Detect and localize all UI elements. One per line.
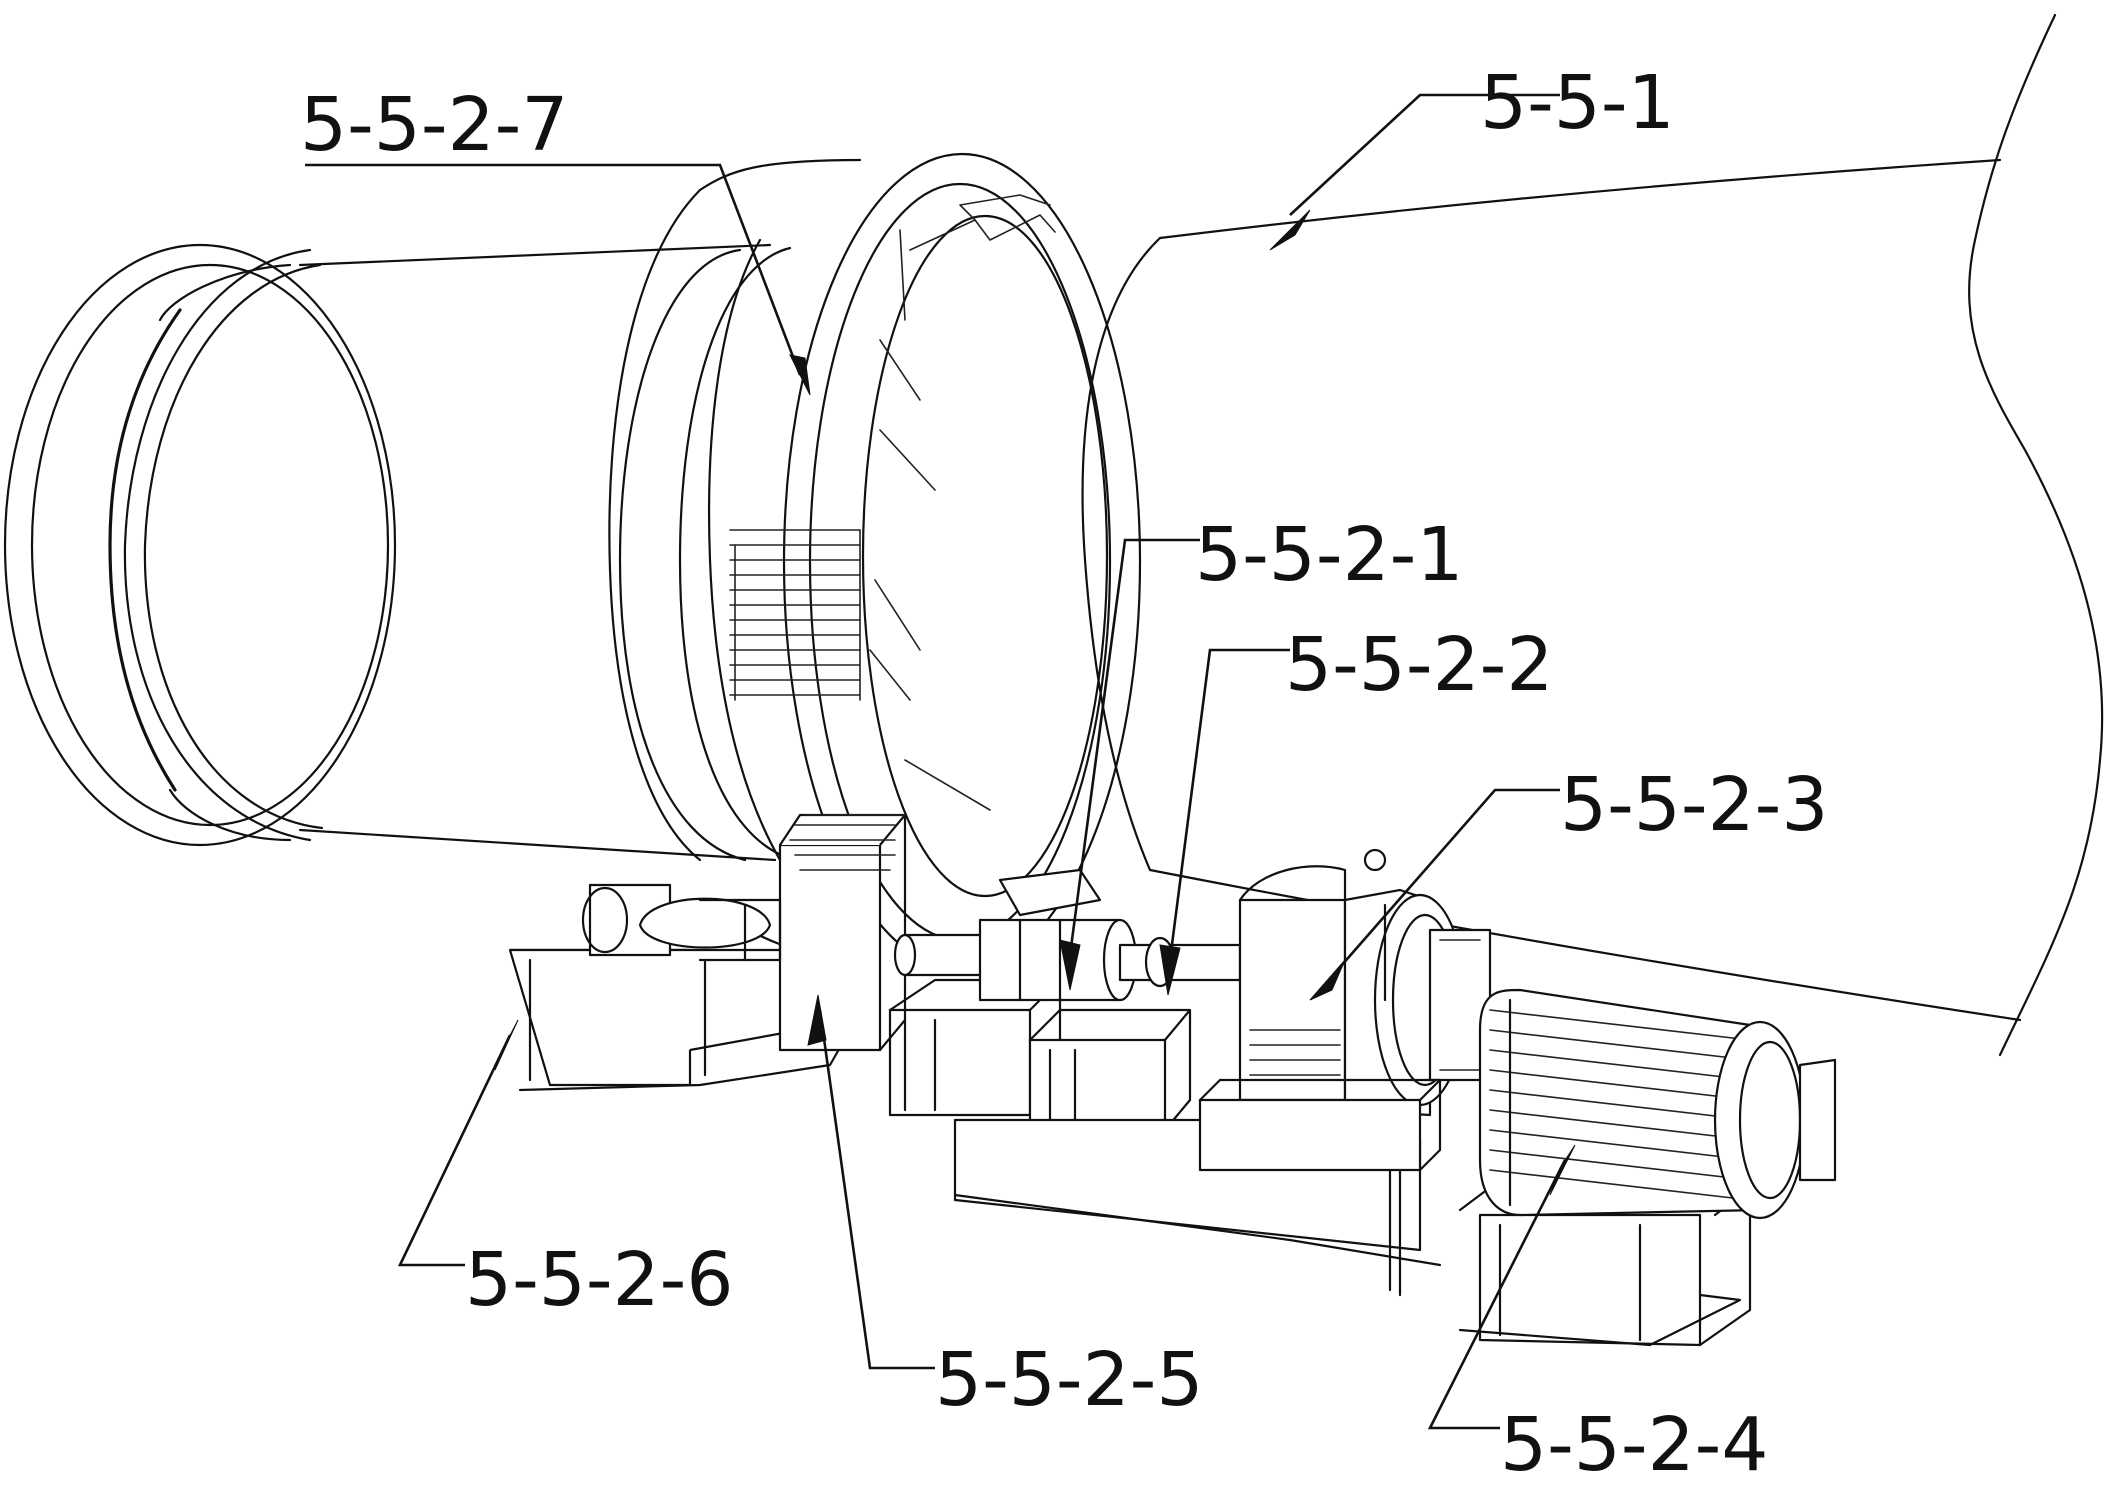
label-5-5-2-3: 5-5-2-3 [1560, 762, 1828, 848]
label-5-5-2-4: 5-5-2-4 [1500, 1402, 1768, 1488]
label-5-5-2-5: 5-5-2-5 [935, 1337, 1203, 1423]
drum-body [1081, 13, 2104, 1057]
left-drum-section [3, 243, 797, 862]
gear-reducer [581, 813, 907, 1052]
label-5-5-2-6: 5-5-2-6 [465, 1237, 733, 1323]
callout-labels: 5-5-1 5-5-2-7 5-5-2-1 5-5-2-2 5-5-2-3 5-… [300, 60, 1828, 1488]
ring-fins [729, 529, 861, 701]
pinion-housing [1198, 848, 1492, 1172]
label-5-5-2-7: 5-5-2-7 [300, 82, 568, 168]
drive-base [508, 948, 1762, 1347]
label-5-5-2-1: 5-5-2-1 [1195, 512, 1463, 598]
label-5-5-1: 5-5-1 [1480, 60, 1675, 146]
electric-motor [1478, 988, 1837, 1220]
label-5-5-2-2: 5-5-2-2 [1285, 622, 1553, 708]
leader-lines [305, 93, 1576, 1430]
